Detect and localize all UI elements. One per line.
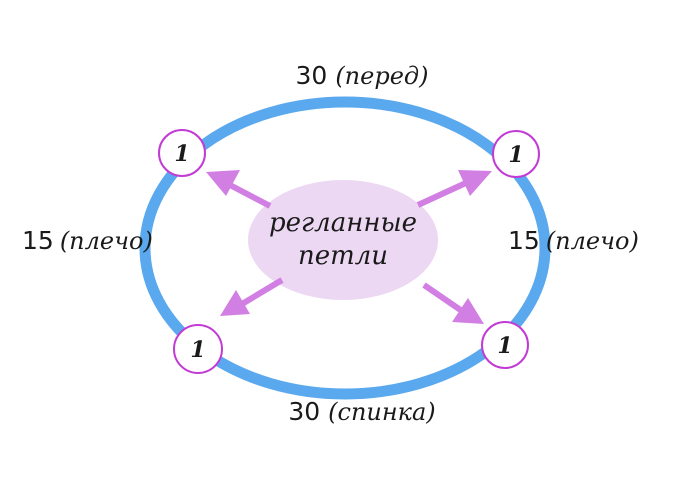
right-edge-name: (плечо)	[546, 227, 639, 255]
arrow-to-bottom-right	[422, 282, 484, 324]
node-top-left: 1	[158, 129, 206, 177]
bottom-edge-name: (спинка)	[328, 398, 436, 426]
right-edge-count: 15	[508, 226, 540, 255]
top-edge-label: 30 (перед)	[296, 61, 429, 90]
node-bottom-left: 1	[173, 324, 223, 374]
svg-text:1: 1	[508, 142, 523, 168]
left-edge-count: 15	[22, 226, 54, 255]
right-edge-label: 15 (плечо)	[508, 226, 639, 255]
center-label-line1: регланные	[269, 208, 417, 238]
center-label-line2: петли	[298, 241, 388, 271]
left-edge-name: (плечо)	[60, 227, 153, 255]
top-edge-name: (перед)	[335, 62, 428, 90]
bottom-edge-count: 30	[288, 397, 320, 426]
node-bottom-right: 1	[481, 321, 529, 369]
node-top-right: 1	[492, 130, 540, 178]
center-ellipse	[248, 180, 438, 300]
left-edge-label: 15 (плечо)	[22, 226, 153, 255]
svg-text:1: 1	[190, 337, 205, 363]
arrow-to-top-right	[416, 170, 492, 208]
arrow-to-top-left	[206, 170, 272, 209]
svg-text:1: 1	[497, 333, 512, 359]
bottom-edge-label: 30 (спинка)	[288, 397, 435, 426]
raglan-ring	[139, 96, 551, 400]
arrow-to-bottom-left	[220, 277, 284, 316]
svg-text:1: 1	[174, 141, 189, 167]
top-edge-count: 30	[296, 61, 328, 90]
